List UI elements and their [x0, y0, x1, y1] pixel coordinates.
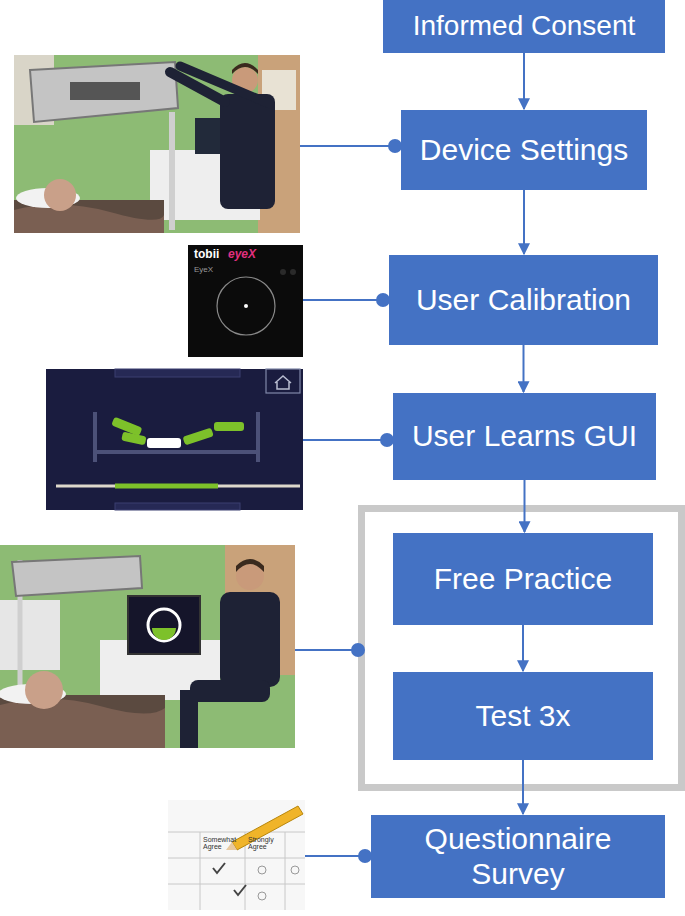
box-label: Test 3x [475, 699, 570, 734]
photo-device-settings [14, 55, 300, 233]
illustration-text: EyeX [194, 266, 213, 274]
flow-arrow [524, 480, 526, 532]
box-label: User Calibration [416, 283, 631, 318]
box-label: Device Settings [420, 133, 628, 168]
leader-lines [295, 139, 402, 863]
photo-calibration [188, 245, 303, 357]
flow-arrow [523, 53, 525, 109]
illustration-text: Somewhat Agree [203, 836, 243, 851]
process-box: User Calibration [389, 255, 658, 345]
process-box: Test 3x [393, 672, 653, 760]
flow-arrow [522, 625, 524, 671]
illustration-text: tobii [194, 248, 219, 261]
photo-questionnaire [168, 800, 305, 910]
box-label: Questionnaire Survey [403, 822, 633, 891]
box-label: Free Practice [434, 562, 612, 597]
box-label: User Learns GUI [412, 419, 637, 454]
flow-arrow [523, 190, 525, 254]
box-label: Informed Consent [413, 10, 636, 42]
group-bracket [362, 509, 682, 788]
flow-arrow [522, 760, 524, 814]
photo-gui [46, 369, 303, 510]
process-box: Device Settings [401, 110, 647, 190]
flow-arrow [523, 345, 525, 392]
photo-practice [0, 545, 295, 748]
process-box: Free Practice [393, 533, 653, 625]
illustration-text: eyeX [228, 248, 256, 261]
process-box: Informed Consent [383, 0, 665, 53]
illustration-text: Strongly Agree [248, 836, 286, 851]
process-box: User Learns GUI [393, 393, 656, 480]
process-box: Questionnaire Survey [371, 815, 665, 898]
